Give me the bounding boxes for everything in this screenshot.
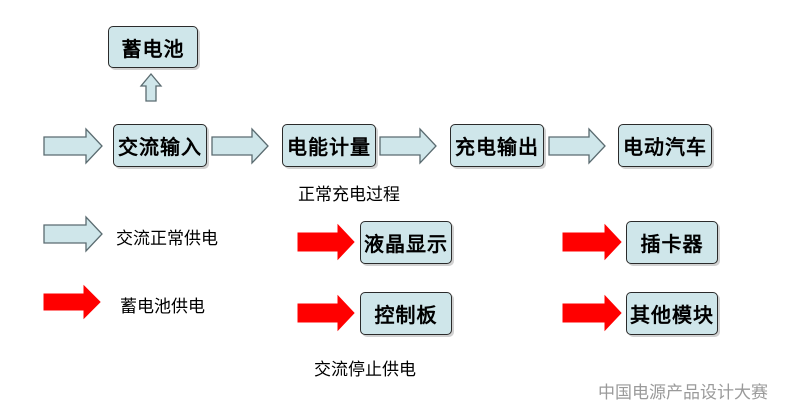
watermark: 中国电源产品设计大赛 [598,383,768,403]
arrow-to-lcd [297,223,355,261]
arrow-into-ac-input [43,127,103,165]
lcd-display-label: 液晶显示 [364,232,448,256]
arrow-up-to-battery [139,72,163,102]
legend-arrow-ac [43,215,103,253]
other-modules-label: 其他模块 [630,303,714,327]
card-slot-label: 插卡器 [640,232,704,256]
arrow-to-card-slot [562,223,622,261]
battery-label: 蓄电池 [121,36,185,61]
electric-car-box: 电动汽车 [618,124,712,167]
control-board-label: 控制板 [374,303,438,327]
card-slot-box: 插卡器 [626,221,718,264]
arrow-to-other-modules [562,294,622,332]
charge-output-box: 充电输出 [450,124,544,167]
arrow-meter-to-charge [379,127,437,165]
legend-battery-supply-label: 蓄电池供电 [120,297,205,317]
ac-stop-caption: 交流停止供电 [314,360,416,380]
lcd-display-box: 液晶显示 [360,221,452,264]
ac-input-box: 交流输入 [113,124,207,167]
energy-meter-box: 电能计量 [282,124,376,167]
electric-car-label: 电动汽车 [623,135,707,159]
normal-charging-caption: 正常充电过程 [298,185,400,205]
arrow-charge-to-car [548,127,606,165]
arrow-ac-to-meter [211,127,269,165]
other-modules-box: 其他模块 [626,292,718,335]
ac-input-label: 交流输入 [118,135,202,159]
charge-output-label: 充电输出 [455,135,539,159]
legend-ac-normal-label: 交流正常供电 [116,229,218,249]
control-board-box: 控制板 [360,292,452,335]
arrow-to-control-board [297,294,355,332]
energy-meter-label: 电能计量 [287,135,371,159]
legend-arrow-battery [43,284,101,320]
battery-box: 蓄电池 [108,26,198,68]
